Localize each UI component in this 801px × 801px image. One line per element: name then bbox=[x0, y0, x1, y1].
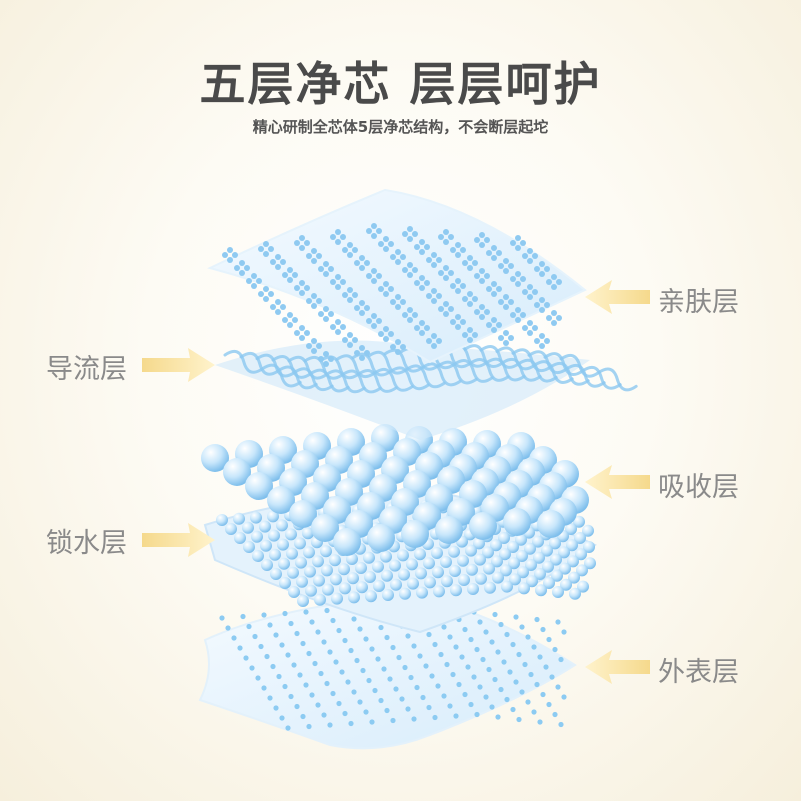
arrow-absorb-icon bbox=[585, 465, 650, 499]
label-outer-layer: 外表层 bbox=[658, 657, 739, 688]
page-subtitle: 精心研制全芯体5层净芯结构，不会断层起坨 bbox=[252, 118, 549, 136]
arrow-outer-icon bbox=[585, 650, 650, 684]
outer-layer bbox=[198, 596, 577, 750]
label-skin-layer: 亲肤层 bbox=[658, 287, 739, 318]
label-absorb-layer: 吸收层 bbox=[658, 472, 739, 503]
arrow-skin-icon bbox=[585, 280, 650, 314]
absorb-layer bbox=[201, 424, 589, 556]
skin-layer bbox=[207, 188, 587, 367]
page-title: 五层净芯 层层呵护 bbox=[199, 57, 602, 111]
label-guide-layer: 导流层 bbox=[46, 354, 127, 385]
arrow-lock-icon bbox=[142, 523, 215, 557]
arrow-guide-icon bbox=[142, 348, 215, 382]
label-lock-layer: 锁水层 bbox=[46, 528, 127, 559]
